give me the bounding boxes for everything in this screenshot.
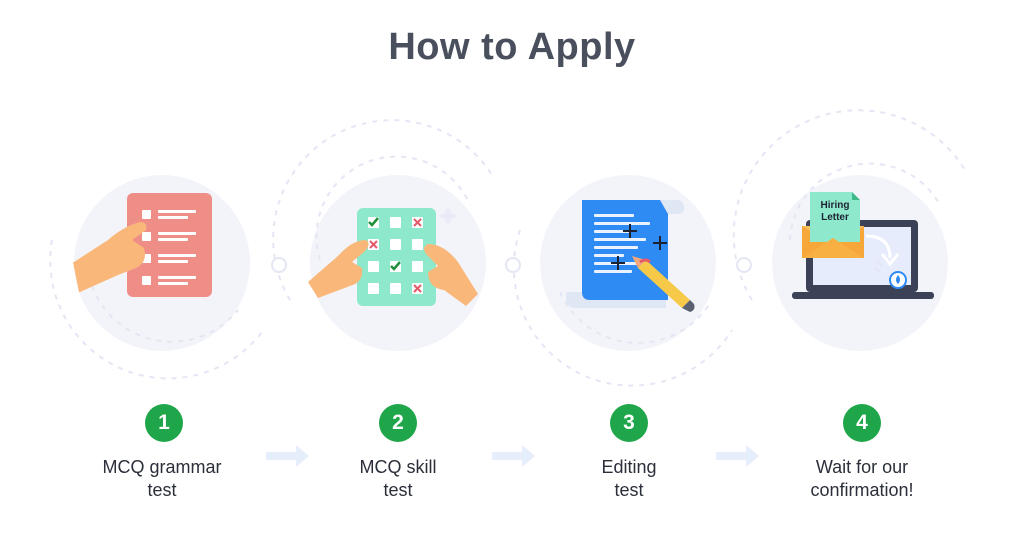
step-4-badge: 4 [843, 404, 881, 442]
step-1-label-line1: MCQ grammar [102, 457, 222, 477]
quiz-grid-icon [308, 206, 478, 306]
checklist-icon [73, 193, 212, 297]
step-2-label: MCQ skill test [303, 456, 493, 502]
step-3-label-line2: test [614, 480, 644, 500]
step-4-label-line1: Wait for our [815, 457, 909, 477]
hiring-letter-line1: Hiring [820, 200, 850, 211]
step-4-label: Wait for our confirmation! [767, 456, 957, 502]
hiring-letter-text: Hiring Letter [810, 200, 860, 224]
step-2-badge: 2 [379, 404, 417, 442]
hiring-letter-line2: Letter [821, 212, 849, 223]
document-edit-icon [566, 200, 695, 312]
step-2-label-line2: test [383, 480, 413, 500]
arrow-2-to-3 [492, 445, 535, 467]
step-2-label-line1: MCQ skill [359, 457, 437, 477]
step-4-label-line2: confirmation! [810, 480, 914, 500]
step-3-label-line1: Editing [601, 457, 657, 477]
arrow-3-to-4 [716, 445, 759, 467]
page-title: How to Apply [388, 26, 636, 68]
step-3-label: Editing test [534, 456, 724, 502]
step-1-badge: 1 [145, 404, 183, 442]
step-1-label: MCQ grammar test [67, 456, 257, 502]
step-arrows [266, 445, 759, 467]
arrow-1-to-2 [266, 445, 309, 467]
connector-dots [271, 257, 752, 273]
laptop-letter-icon [792, 192, 934, 299]
step-1-label-line2: test [147, 480, 177, 500]
dashed-orbit-arcs [49, 109, 966, 387]
step-3-badge: 3 [610, 404, 648, 442]
